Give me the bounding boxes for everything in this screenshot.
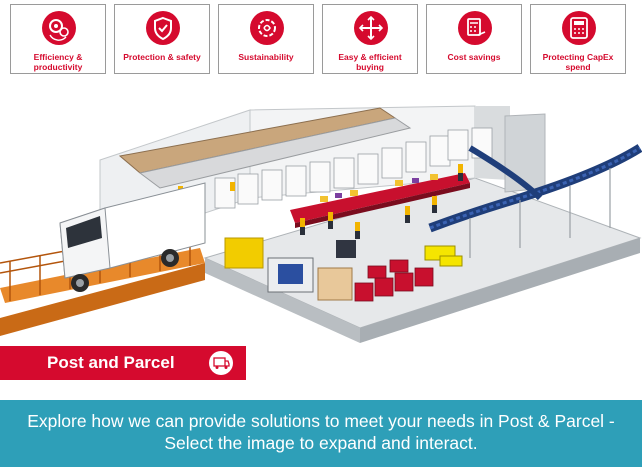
benefit-card-capex[interactable]: Protecting CapEx spend [530, 4, 626, 74]
footer-banner: Explore how we can provide solutions to … [0, 400, 642, 467]
warehouse-illustration[interactable] [0, 88, 642, 400]
footer-text: Explore how we can provide solutions to … [27, 411, 615, 453]
recycle-gear-icon [250, 11, 284, 45]
benefit-card-efficiency[interactable]: Efficiency & productivity [10, 4, 106, 74]
benefit-label: Sustainability [238, 52, 294, 62]
benefit-card-sustainability[interactable]: Sustainability [218, 4, 314, 74]
banner-label: Post and Parcel [47, 353, 175, 372]
benefit-card-cost[interactable]: Cost savings [426, 4, 522, 74]
warehouse-scene-drawing [0, 105, 642, 343]
gears-productivity-icon [42, 11, 76, 45]
benefit-label: Efficiency & productivity [33, 52, 83, 72]
benefits-bar: Efficiency & productivity Protection & s… [0, 0, 642, 82]
benefit-card-protection[interactable]: Protection & safety [114, 4, 210, 74]
calculator-money-icon [458, 11, 492, 45]
shield-protection-icon [146, 11, 180, 45]
benefit-label: Protection & safety [123, 52, 201, 62]
machine-calculator-icon [562, 11, 596, 45]
benefit-label: Cost savings [447, 52, 501, 62]
benefit-card-buying[interactable]: Easy & efficient buying [322, 4, 418, 74]
post-and-parcel-banner[interactable]: Post and Parcel [0, 346, 246, 380]
parcel-van-icon [209, 351, 233, 375]
arrows-converge-icon [354, 11, 388, 45]
benefit-label: Easy & efficient buying [338, 52, 402, 72]
benefit-label: Protecting CapEx spend [542, 52, 614, 72]
